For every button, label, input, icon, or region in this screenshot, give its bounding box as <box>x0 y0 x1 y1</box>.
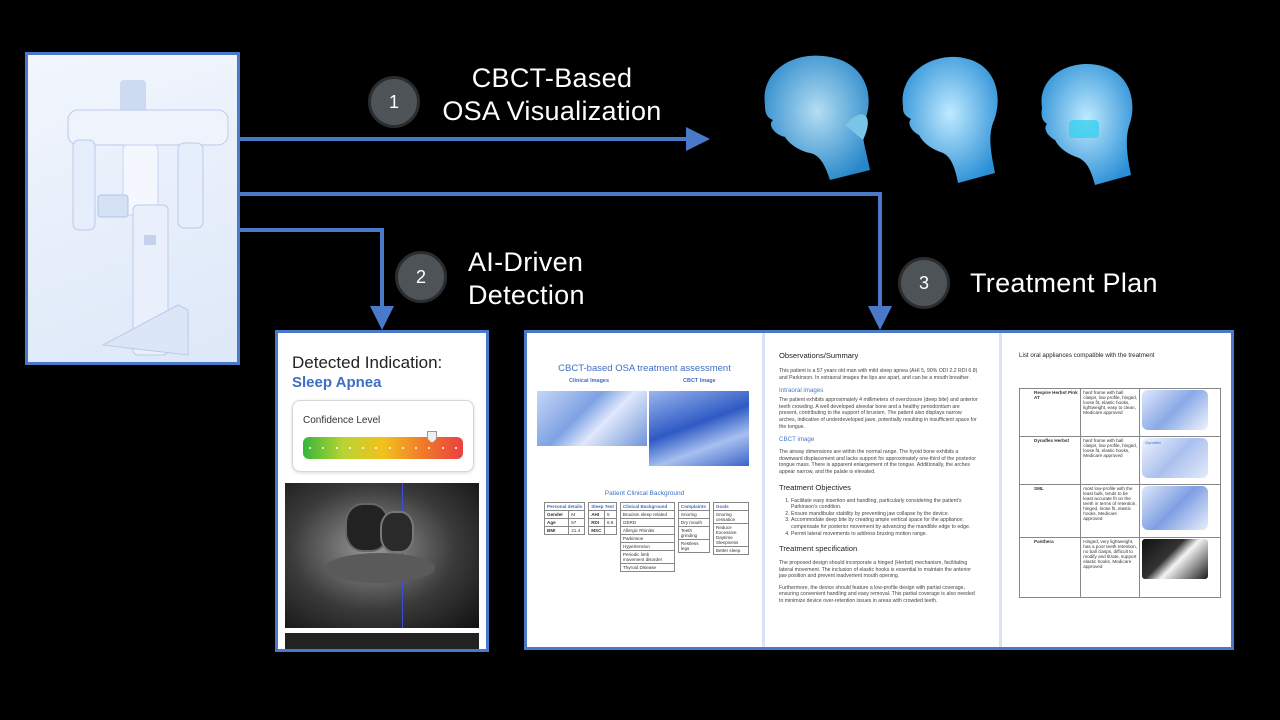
arrow-to-detection <box>239 228 394 330</box>
treatment-report: CBCT-based OSA treatment assessment Clin… <box>524 330 1234 650</box>
appliance-brand-label: Dynaflex <box>1145 440 1161 445</box>
confidence-dots <box>309 447 457 449</box>
step-3-badge: 3 <box>898 257 950 309</box>
appliance-row: Respire Herbst Pink AT hard frame with b… <box>1018 388 1221 437</box>
appliance-image <box>1142 539 1209 579</box>
detection-heading: Detected Indication: <box>292 353 443 372</box>
step-3-title: Treatment Plan <box>970 268 1158 298</box>
cbct-machine-image <box>25 52 240 365</box>
assessment-page: CBCT-based OSA treatment assessment Clin… <box>527 333 762 647</box>
appliance-row: Panthera Hinged, very lightweight, has a… <box>1018 537 1221 598</box>
step-1-title: CBCT-Based OSA Visualization <box>434 62 670 128</box>
appliances-page: List oral appliances compatible with the… <box>1002 333 1231 647</box>
summary-page: Observations/Summary This patient is a 5… <box>765 333 999 647</box>
cbct-image-label: CBCT Image <box>683 378 716 384</box>
intraoral-text: The patient exhibits approximately 4 mil… <box>779 397 978 430</box>
osa-head-visualization <box>764 55 1133 185</box>
step-1-title-line2: OSA Visualization <box>442 96 662 126</box>
appliance-row: Dynaflex Herbst hard frame with ball cla… <box>1018 436 1221 485</box>
appliances-title: List oral appliances compatible with the… <box>1019 352 1155 359</box>
appliance-row: SML most low-profile with the least bulk… <box>1018 484 1221 538</box>
cbct-scanner-illustration <box>67 80 229 356</box>
head-sagittal-view <box>1041 64 1133 185</box>
head-side-view <box>764 55 870 180</box>
detection-panel: Detected Indication: Sleep Apnea Confide… <box>275 330 489 652</box>
assessment-title: CBCT-based OSA treatment assessment <box>558 363 731 374</box>
objectives-list: Facilitate easy insertion and handling, … <box>779 498 979 538</box>
step-2-title: AI-Driven Detection <box>468 246 585 312</box>
goals-table: Goals Snoring cessation Reduce Excessive… <box>712 502 749 555</box>
spec-text-2: Furthermore, the device should feature a… <box>779 584 975 605</box>
cbct-scan-image <box>285 483 479 628</box>
intraoral-title: Intraoral images <box>779 387 824 395</box>
objectives-title: Treatment Objectives <box>779 482 851 492</box>
step-2-title-line1: AI-Driven <box>468 247 584 277</box>
clinical-background-table: Clinical Background Bruxism sleep relate… <box>619 502 675 572</box>
step-2-badge: 2 <box>395 251 447 303</box>
cbct-title: CBCT image <box>779 436 815 444</box>
arrow-to-treatment <box>239 192 892 330</box>
cbct-scan-image-2 <box>285 633 479 649</box>
appliance-image: Dynaflex <box>1142 438 1209 478</box>
confidence-card: Confidence Level <box>292 400 474 472</box>
appliance-image <box>1142 390 1209 430</box>
observations-title: Observations/Summary <box>779 351 859 360</box>
confidence-bar <box>303 431 463 459</box>
step-1-badge: 1 <box>368 76 420 128</box>
confidence-marker <box>427 431 437 443</box>
spec-text-1: The proposed design should incorporate a… <box>779 560 971 580</box>
clinical-images-label: Clinical Images <box>569 378 610 384</box>
cbct-slice-grid <box>649 391 749 466</box>
appliances-table: Respire Herbst Pink AT hard frame with b… <box>1018 388 1221 598</box>
head-three-quarter-view <box>902 56 998 183</box>
step-1-title-line1: CBCT-Based <box>471 63 633 93</box>
observations-text: This patient is a 57 years old man with … <box>779 368 978 381</box>
background-title: Patient Clinical Background <box>604 490 685 497</box>
confidence-label: Confidence Level <box>303 415 381 426</box>
cbct-text: The airway dimensions are within the nor… <box>779 449 976 475</box>
spec-title: Treatment specification <box>779 544 858 554</box>
complaints-table: Complaints Snoring Dry mouth Teeth grind… <box>677 502 710 553</box>
intraoral-photo-grid <box>537 391 647 446</box>
appliance-image <box>1142 486 1209 530</box>
detection-indication: Sleep Apnea <box>292 374 382 391</box>
step-2-title-line2: Detection <box>468 280 585 310</box>
